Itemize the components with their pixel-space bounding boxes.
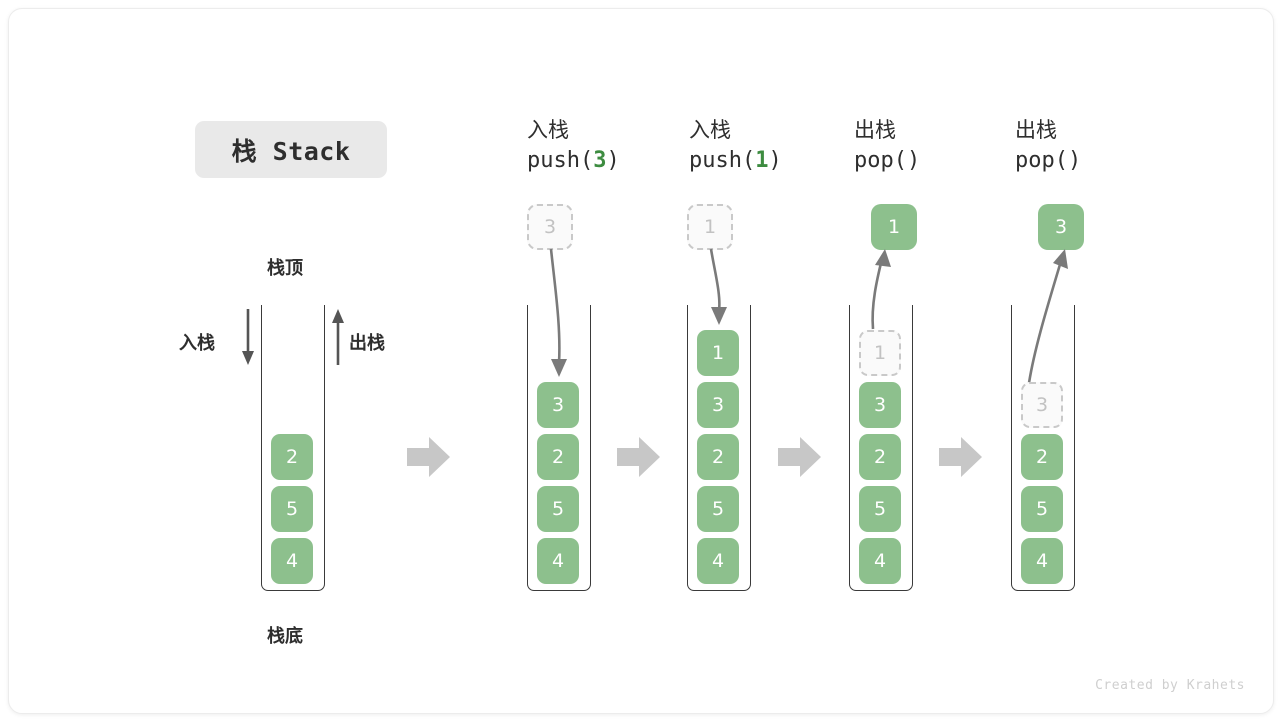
flow-arrow-icon xyxy=(939,437,982,477)
flow-arrow-icon xyxy=(778,437,821,477)
push-curve-arrow-icon-0 xyxy=(549,248,567,377)
stack-cell: 2 xyxy=(537,434,579,480)
step-header-2: 出栈 pop() xyxy=(854,115,1034,177)
footer-credit: Created by Krahets xyxy=(1095,678,1245,693)
step-header-code: pop() xyxy=(1015,148,1082,173)
stack-cell: 4 xyxy=(271,538,313,584)
stack-cell: 3 xyxy=(697,382,739,428)
stack-cell: 2 xyxy=(271,434,313,480)
stack-bottom-label: 栈底 xyxy=(267,626,303,647)
push-direction-arrow-icon xyxy=(242,309,254,365)
stack-container-4 xyxy=(1011,305,1075,591)
step-header-code: push(1) xyxy=(689,148,782,173)
stack-cell: 3 xyxy=(537,382,579,428)
stack-cell: 5 xyxy=(859,486,901,532)
stack-cell: 4 xyxy=(697,538,739,584)
stack-container-3 xyxy=(849,305,913,591)
stack-cell: 1 xyxy=(697,330,739,376)
floating-cell-2: 1 xyxy=(871,204,917,250)
stack-cell: 4 xyxy=(859,538,901,584)
stack-cell: 1 xyxy=(859,330,901,376)
step-header-cjk: 入栈 xyxy=(689,118,731,142)
title-badge: 栈 Stack xyxy=(195,121,387,178)
flow-arrow-icon xyxy=(407,437,450,477)
stack-cell: 5 xyxy=(697,486,739,532)
step-header-0: 入栈 push(3) xyxy=(527,115,707,177)
stack-cell: 4 xyxy=(1021,538,1063,584)
stack-cell: 5 xyxy=(1021,486,1063,532)
step-header-cjk: 出栈 xyxy=(854,118,896,142)
stack-cell: 3 xyxy=(859,382,901,428)
floating-cell-0: 3 xyxy=(527,204,573,250)
step-header-cjk: 入栈 xyxy=(527,118,569,142)
pop-curve-arrow-icon-2 xyxy=(871,249,891,330)
pop-direction-label: 出栈 xyxy=(349,333,385,354)
step-header-code: push(3) xyxy=(527,148,620,173)
stack-cell: 4 xyxy=(537,538,579,584)
step-header-1: 入栈 push(1) xyxy=(689,115,869,177)
diagram-canvas: 栈 Stack 栈顶 入栈 出栈 2 5 4 栈底 入栈 push(3) 3 xyxy=(8,8,1274,714)
stack-container-0 xyxy=(261,305,325,591)
floating-cell-1: 1 xyxy=(687,204,733,250)
step-header-cjk: 出栈 xyxy=(1015,118,1057,142)
stack-cell: 2 xyxy=(1021,434,1063,480)
stack-top-label: 栈顶 xyxy=(267,258,303,279)
stack-container-2 xyxy=(687,305,751,591)
push-curve-arrow-icon-1 xyxy=(709,248,727,325)
step-header-3: 出栈 pop() xyxy=(1015,115,1195,177)
stack-cell: 5 xyxy=(271,486,313,532)
stack-cell: 5 xyxy=(537,486,579,532)
flow-arrow-icon xyxy=(617,437,660,477)
push-direction-label: 入栈 xyxy=(179,333,215,354)
title-badge-label: 栈 Stack xyxy=(231,136,351,166)
pop-direction-arrow-icon xyxy=(332,309,344,365)
step-header-code: pop() xyxy=(854,148,921,173)
floating-cell-3: 3 xyxy=(1038,204,1084,250)
stack-container-1 xyxy=(527,305,591,591)
stack-cell: 3 xyxy=(1021,382,1063,428)
stack-cell: 2 xyxy=(859,434,901,480)
pop-curve-arrow-icon-3 xyxy=(1027,249,1068,384)
stack-cell: 2 xyxy=(697,434,739,480)
